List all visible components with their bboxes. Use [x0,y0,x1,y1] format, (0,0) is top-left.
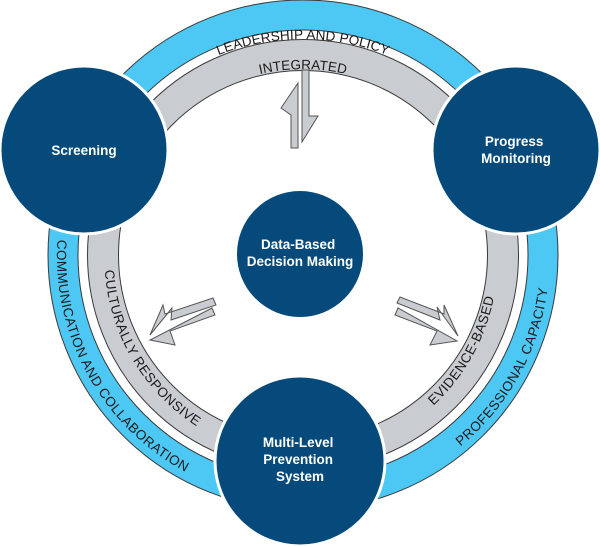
data-based-decision-making-node[interactable]: Data-Based Decision Making [235,189,365,319]
multi-level-prevention-system-label: Multi-Level Prevention System [263,435,337,484]
data-based-decision-making-label: Data-Based Decision Making [247,237,354,269]
multi-level-prevention-system-circle[interactable] [213,374,387,547]
bottom-label-line-2: Prevention [263,452,333,467]
arrow-up-half [280,81,299,149]
progress-monitoring-label: Progress Monitoring [481,134,551,166]
arrow-right-lower-half [394,307,459,346]
bottom-label-line-1: Multi-Level [263,435,334,450]
progress-monitoring-circle[interactable] [430,64,600,236]
progress-monitoring-node[interactable]: Progress Monitoring [430,64,600,236]
integrated-label: INTEGRATED [257,57,348,77]
multi-level-prevention-system-node[interactable]: Multi-Level Prevention System [213,374,387,547]
progress-monitoring-label-line-2: Monitoring [481,151,551,166]
inner-ring-top-label: INTEGRATED [257,57,348,77]
screening-node[interactable]: Screening [0,64,170,236]
top-bidirectional-arrow [280,69,319,149]
arrow-right-upper-half [396,296,459,337]
bottom-label-line-3: System [276,469,324,484]
left-bidirectional-arrow [148,297,217,346]
arrow-left-lower-half [148,307,216,346]
center-label-line-2: Decision Making [247,254,354,269]
arrow-down-half [301,69,319,144]
screening-label-line-1: Screening [51,143,116,158]
screening-circle[interactable] [0,64,170,236]
right-bidirectional-arrow [394,296,459,346]
data-based-decision-making-circle[interactable] [235,189,365,319]
screening-label: Screening [51,143,116,158]
progress-monitoring-label-line-1: Progress [485,134,544,149]
arrow-left-upper-half [149,297,217,336]
center-label-line-1: Data-Based [261,237,335,252]
